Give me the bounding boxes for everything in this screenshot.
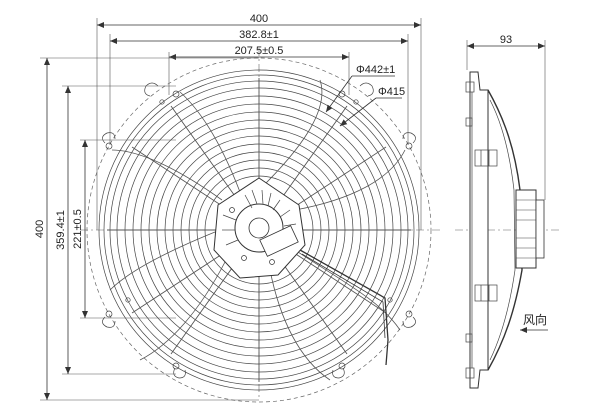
vertical-dimensions: 400 359.4±1 221±0.5: [34, 57, 259, 401]
dim-height-holes: 359.4±1: [55, 210, 67, 250]
side-motor: [515, 189, 545, 269]
dim-width-holes: 382.8±1: [239, 29, 279, 41]
motor-hub: [213, 177, 306, 279]
dim-height-inner-holes: 221±0.5: [72, 209, 84, 249]
dim-diameter-blade: Φ415: [378, 86, 405, 98]
horizontal-dimensions: 400 382.8±1 207.5±0.5: [96, 13, 422, 230]
dim-side-depth: 93: [500, 34, 512, 46]
dim-height-overall: 400: [34, 220, 46, 238]
motor-cable: [299, 249, 389, 366]
dim-width-inner-holes: 207.5±0.5: [235, 45, 284, 57]
diameter-callouts: Φ442±1 Φ415: [325, 64, 405, 127]
dim-diameter-outer: Φ442±1: [356, 64, 395, 76]
shroud-ring: [98, 69, 420, 391]
side-view: 93 风向: [455, 34, 560, 389]
airflow-direction-label: 风向: [523, 312, 547, 327]
dim-width-overall: 400: [250, 13, 268, 25]
mounting-ears: [102, 82, 416, 379]
fan-blades: [109, 79, 406, 381]
front-view: [80, 48, 440, 403]
